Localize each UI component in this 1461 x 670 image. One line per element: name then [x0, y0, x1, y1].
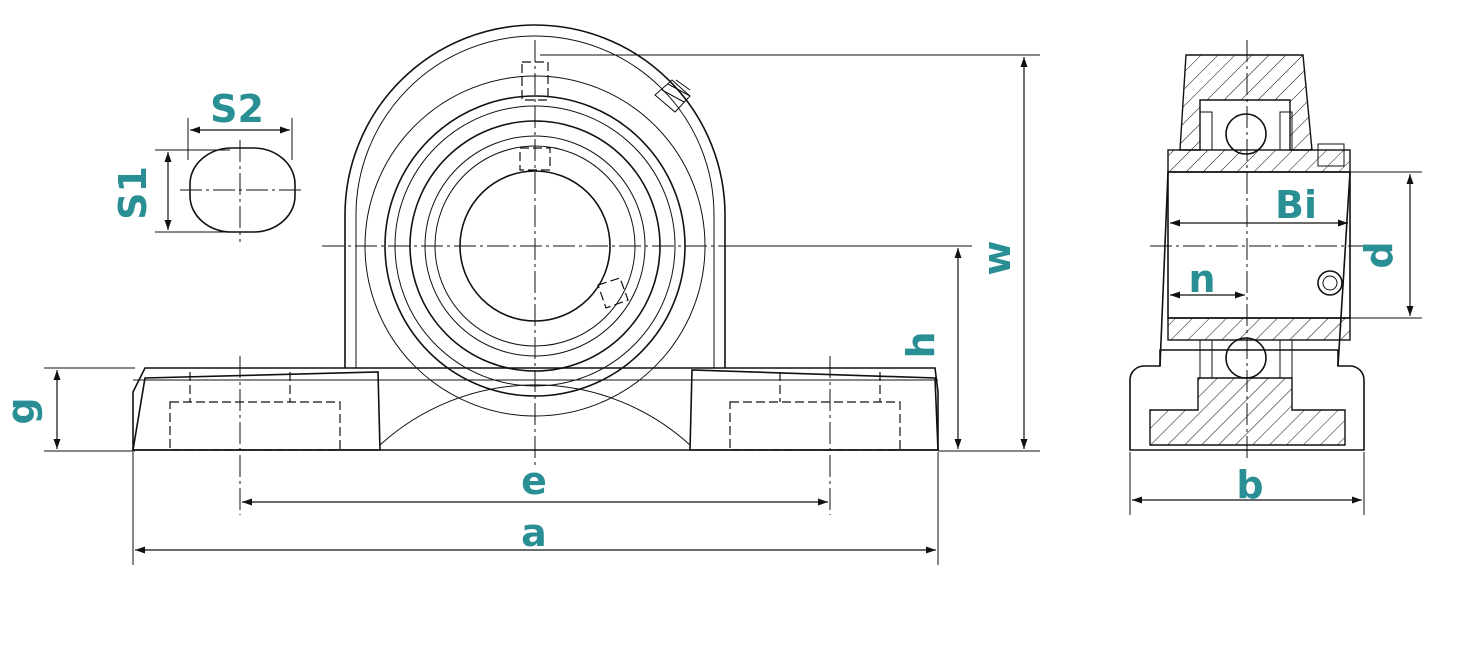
right-bolt-slot — [729, 401, 901, 451]
base-left-foot — [132, 371, 381, 451]
left-bolt-slot — [169, 401, 341, 451]
inner-ring-bottom — [1167, 317, 1351, 341]
label-h: h — [899, 331, 943, 358]
label-a: a — [521, 511, 547, 555]
base-right-foot — [689, 369, 939, 451]
label-S1: S1 — [111, 166, 155, 220]
label-g: g — [0, 397, 43, 424]
label-e: e — [521, 459, 547, 503]
label-w: w — [975, 240, 1019, 275]
label-d: d — [1357, 241, 1401, 268]
grease-nipple-icon — [654, 79, 691, 113]
housing-inner-outline — [355, 35, 715, 368]
slot-detail: S2 S1 — [111, 87, 302, 242]
side-base-outline — [1129, 349, 1365, 451]
side-view: Bi n d b — [1129, 40, 1422, 515]
housing-outline — [344, 24, 726, 368]
label-n: n — [1188, 257, 1215, 301]
lube-hole — [1317, 270, 1343, 296]
label-b: b — [1236, 463, 1263, 507]
label-S2: S2 — [210, 87, 264, 131]
inner-ring-top — [1167, 149, 1351, 173]
front-view: w h g e a — [0, 24, 1040, 565]
label-Bi: Bi — [1275, 183, 1317, 227]
set-screw-icon — [1317, 143, 1345, 167]
ball-bottom — [1225, 337, 1267, 379]
ball-top — [1225, 113, 1267, 155]
